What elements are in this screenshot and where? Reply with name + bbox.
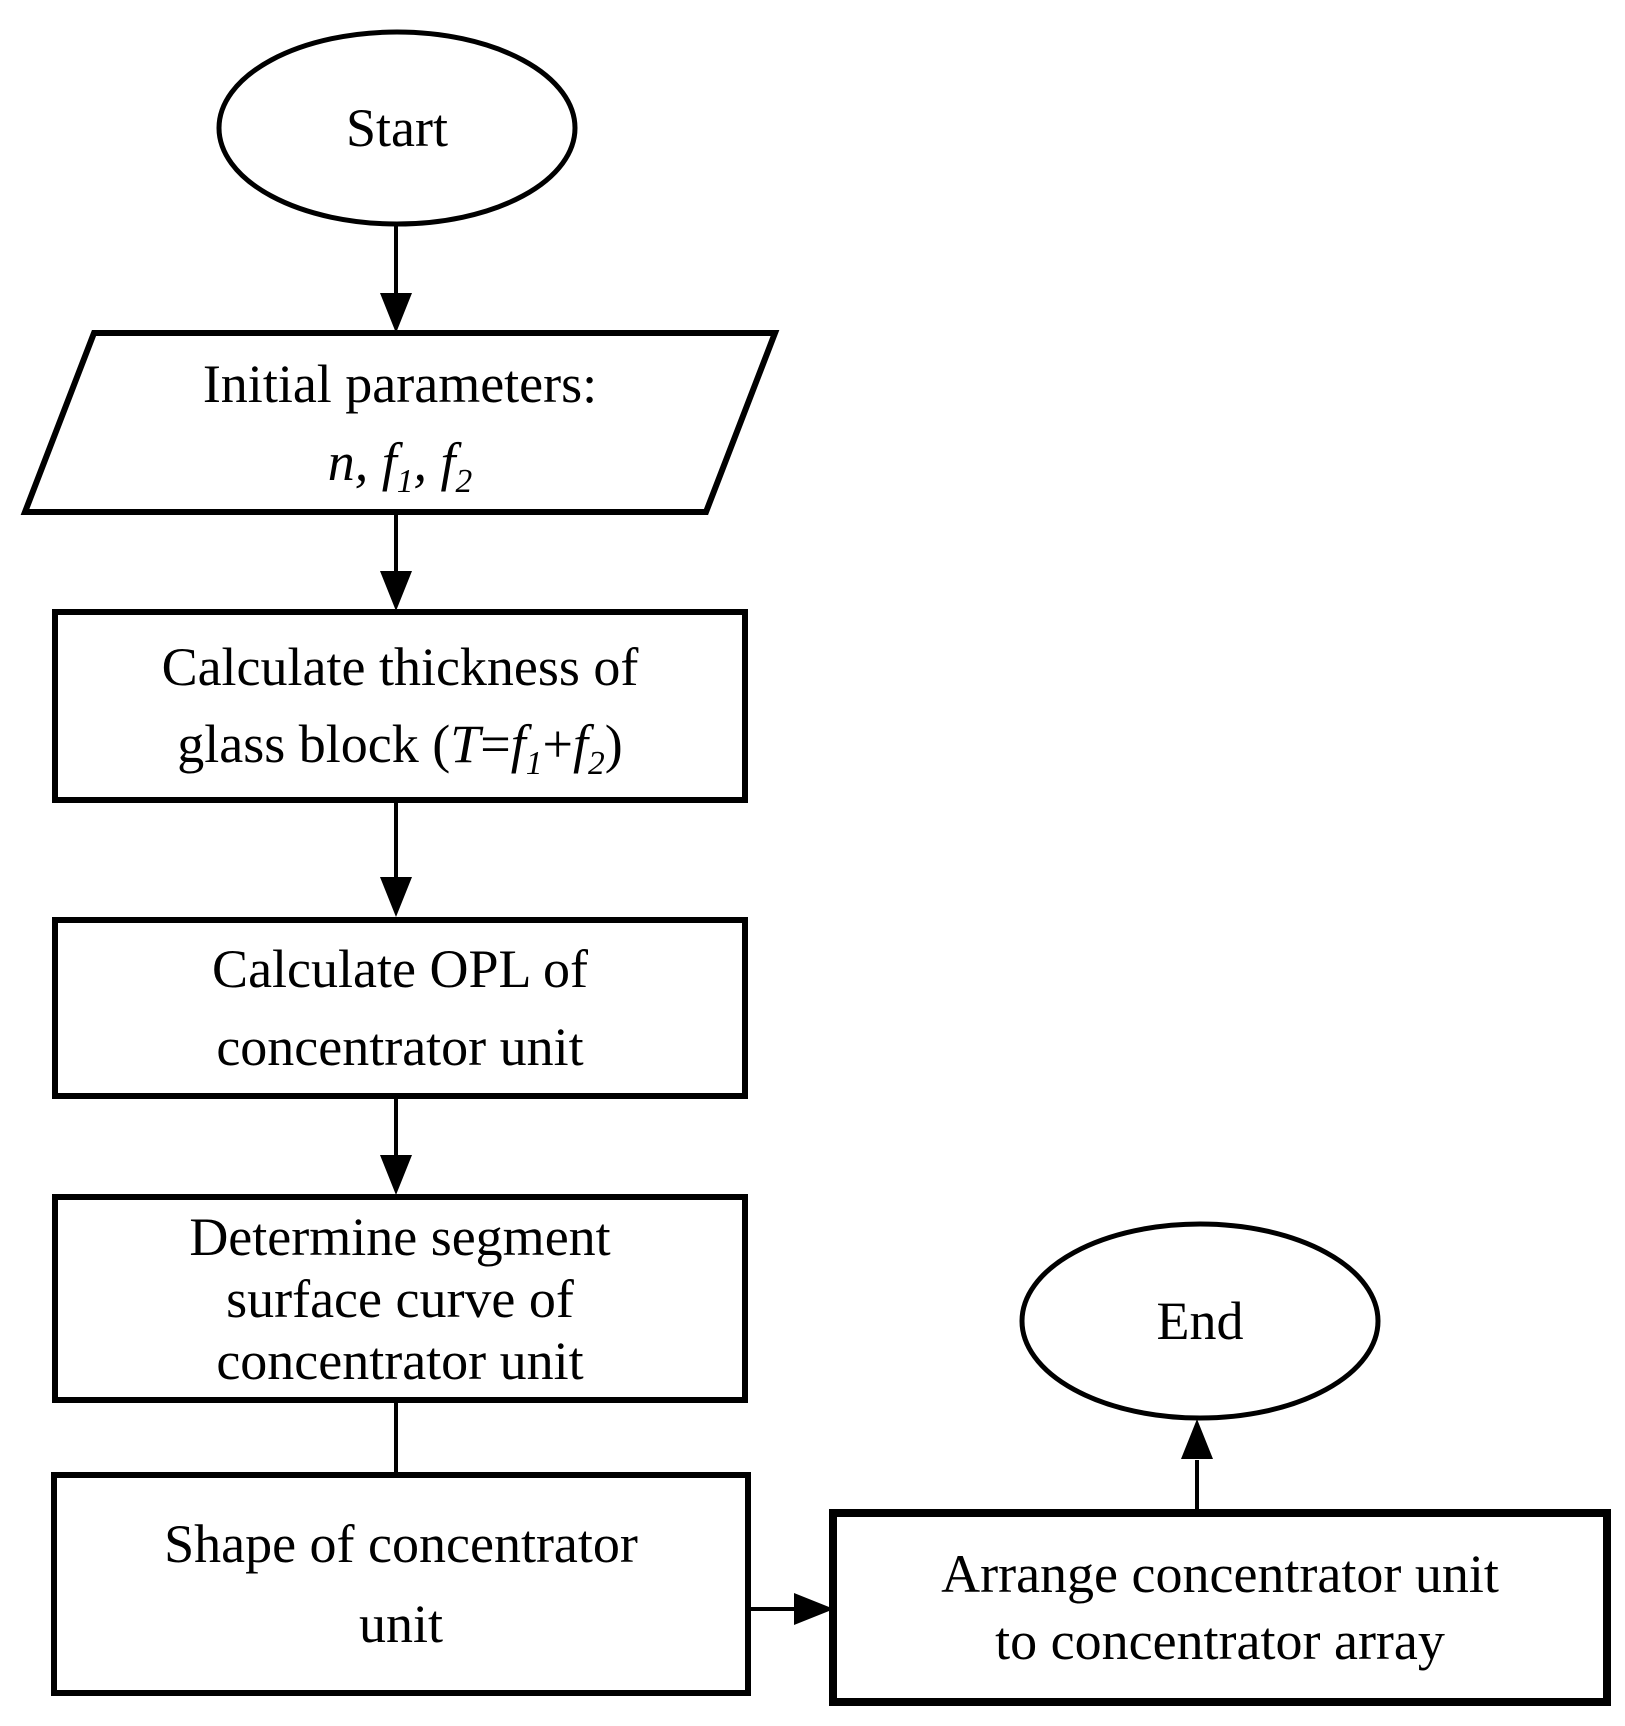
determine-segment-line3: concentrator unit [216, 1330, 584, 1391]
start-label-text: Start [346, 98, 448, 158]
arrow-shape-to-arrange-head [794, 1593, 834, 1625]
arrow-thickness-to-opl-head [380, 877, 412, 917]
arrange-unit-rect-shape [829, 1509, 1611, 1706]
thickness-prefix: glass block ( [177, 714, 451, 774]
arrow-arrange-to-end-head [1181, 1419, 1213, 1459]
calc-thickness-node-label: Calculate thickness of glass block (T=f1… [55, 612, 745, 800]
calc-thickness-rect-shape [52, 609, 748, 803]
initial-params-formula: n, f1, f2 [328, 423, 473, 501]
thickness-equals: = [480, 714, 511, 774]
determine-segment-line1: Determine segment [189, 1206, 611, 1267]
calc-opl-line2: concentrator unit [216, 1017, 584, 1077]
shape-unit-line2: unit [358, 1594, 443, 1654]
thickness-sub2: 2 [587, 744, 605, 782]
arrow-params-to-thickness-head [380, 571, 412, 611]
thickness-T: T [450, 714, 481, 774]
formula-sub1: 1 [396, 462, 414, 500]
arrange-unit-line2: to concentrator array [995, 1610, 1445, 1671]
shape-unit-node-label: Shape of concentrator unit [54, 1475, 748, 1693]
end-node-label: End [1022, 1224, 1378, 1418]
end-oval-shape [1019, 1221, 1381, 1421]
calc-opl-node-label: Calculate OPL of concentrator unit [55, 920, 745, 1096]
arrange-unit-node-label: Arrange concentrator unit to concentrato… [833, 1513, 1607, 1702]
shape-unit-rect-shape [51, 1472, 751, 1696]
arrange-unit-line1: Arrange concentrator unit [941, 1543, 1499, 1604]
initial-params-node-label: Initial parameters: n, f1, f2 [25, 333, 775, 512]
start-node-label: Start [217, 32, 577, 224]
calc-opl-line1: Calculate OPL of [212, 939, 588, 999]
thickness-suffix: ) [604, 714, 623, 774]
thickness-f2: f [572, 714, 588, 774]
end-label-text: End [1156, 1291, 1244, 1351]
input-parallelogram-shape [20, 330, 780, 515]
formula-comma-f: , f [413, 431, 456, 492]
arrow-start-to-params-head [380, 293, 412, 333]
thickness-sub1: 1 [525, 744, 543, 782]
calc-thickness-line1: Calculate thickness of [161, 637, 639, 697]
calc-thickness-line2: glass block (T=f1+f2) [177, 706, 622, 783]
determine-segment-rect-shape [52, 1194, 748, 1403]
start-oval-shape [216, 29, 578, 227]
calc-opl-rect-shape [52, 917, 748, 1099]
formula-n-f: n, f [327, 431, 397, 492]
determine-segment-line2: surface curve of [226, 1268, 574, 1329]
thickness-f1: f [510, 714, 526, 774]
formula-sub2: 2 [455, 462, 473, 500]
thickness-plus: + [542, 714, 573, 774]
arrow-opl-to-segment-head [380, 1155, 412, 1195]
determine-segment-node-label: Determine segment surface curve of conce… [55, 1197, 745, 1400]
initial-params-line1: Initial parameters: [202, 353, 598, 414]
shape-unit-line1: Shape of concentrator [164, 1514, 638, 1574]
